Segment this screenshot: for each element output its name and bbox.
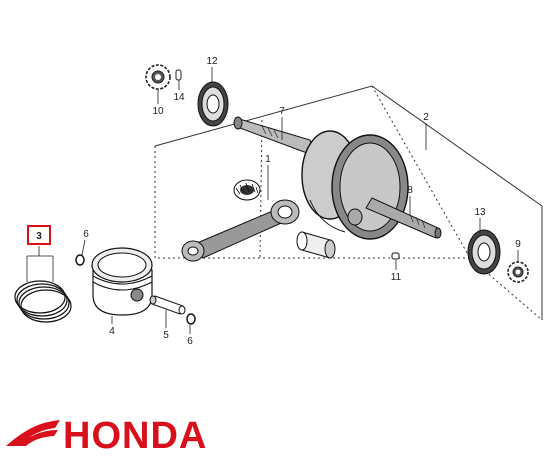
crankshaft-left-part-7 <box>233 116 316 157</box>
callout-13: 13 <box>474 207 486 218</box>
callout-10: 10 <box>152 106 164 117</box>
callout-3: 3 <box>36 231 42 242</box>
callout-1: 1 <box>265 154 271 165</box>
callout-7: 7 <box>279 106 285 117</box>
bearing-part-13 <box>467 229 501 275</box>
callout-11: 11 <box>391 272 402 283</box>
callout-6b: 6 <box>187 336 193 347</box>
bearing-part-12 <box>197 81 229 127</box>
crank-pin <box>296 231 336 259</box>
needle-bearing <box>233 179 261 201</box>
timing-sprocket-part-10 <box>145 64 171 90</box>
woodruff-key-part-14 <box>175 69 182 81</box>
wing-icon <box>6 420 60 446</box>
piston-pin-clip-part-6b <box>186 313 196 325</box>
callout-labels: 12 10 14 7 2 1 8 13 9 11 6 4 5 6 <box>83 56 521 347</box>
sprocket-part-9 <box>507 261 529 283</box>
crankshaft-right-part-8 <box>365 197 442 239</box>
piston-pin-clip-part-6a <box>75 254 85 266</box>
callout-6a: 6 <box>83 229 89 240</box>
leader-lines <box>26 67 519 334</box>
honda-logo: HONDA <box>6 415 207 457</box>
connecting-rod-part-1 <box>181 199 300 262</box>
honda-wordmark: HONDA <box>63 415 207 457</box>
callout-8: 8 <box>407 185 413 196</box>
dowel-pin-part-11 <box>391 252 400 260</box>
callout-14: 14 <box>173 92 185 103</box>
callout-2: 2 <box>423 112 429 123</box>
callout-5: 5 <box>163 330 169 341</box>
crankshaft-web-part-2 <box>301 130 409 240</box>
piston-part-4 <box>91 247 153 316</box>
piston-pin-part-5 <box>149 295 186 315</box>
callout-4: 4 <box>109 326 115 337</box>
callout-12: 12 <box>206 56 218 67</box>
highlighted-callout-3: 3 <box>27 225 51 245</box>
piston-rings-part-3 <box>14 280 72 323</box>
callout-9: 9 <box>515 239 521 250</box>
